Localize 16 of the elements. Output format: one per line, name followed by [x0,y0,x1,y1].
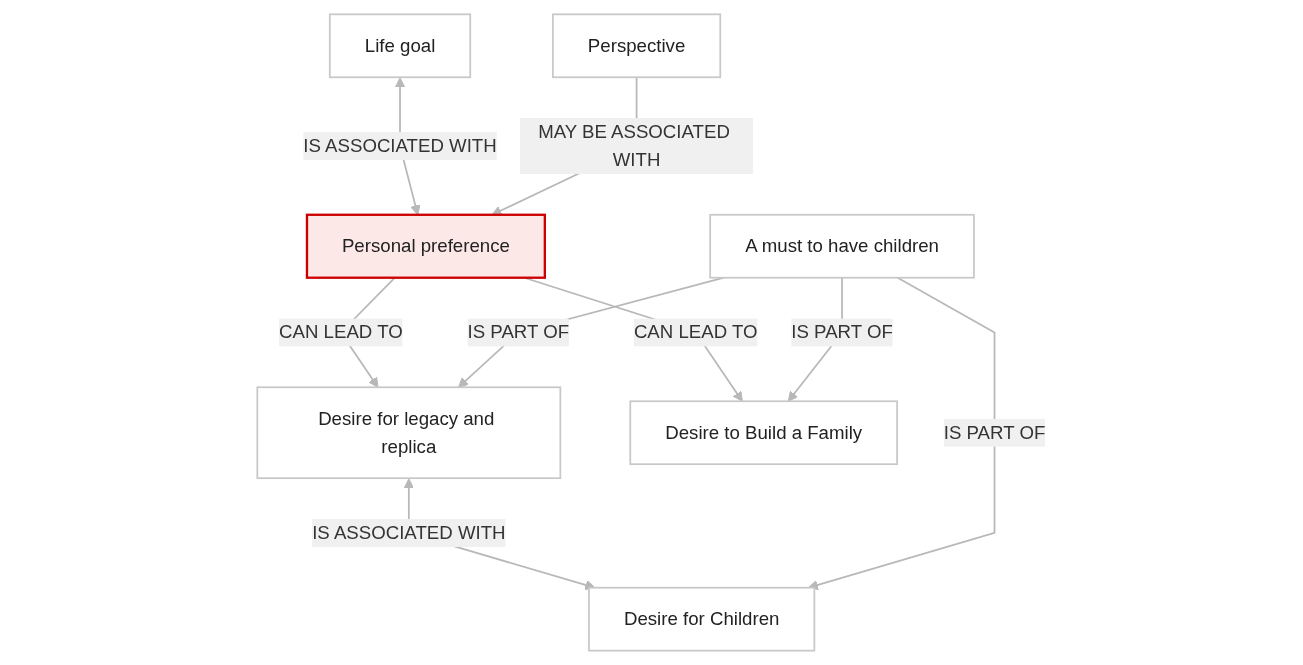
edge-label: IS ASSOCIATED WITH [312,522,506,543]
node-box: Personal preference [306,213,547,279]
edge-label: CAN LEAD TO [279,322,403,342]
node-box: Desire for legacy and replica [256,386,562,480]
node-box: Desire to Build a Family [629,400,899,466]
edge-label: IS PART OF [943,422,1046,443]
edge-label: IS PART OF [467,322,570,342]
edge-label: IS ASSOCIATED WITH [303,135,497,156]
node-box: A must to have children [709,213,975,279]
edge-label: IS PART OF [791,322,894,342]
node-box: Life goal [329,13,472,79]
node-box: Perspective [552,13,722,79]
edge-label: CAN LEAD TO [634,322,758,342]
arrow [808,276,996,591]
node-box: Desire for Children [588,586,816,652]
edge-label: MAY BE ASSOCIATED WITH [538,121,731,170]
